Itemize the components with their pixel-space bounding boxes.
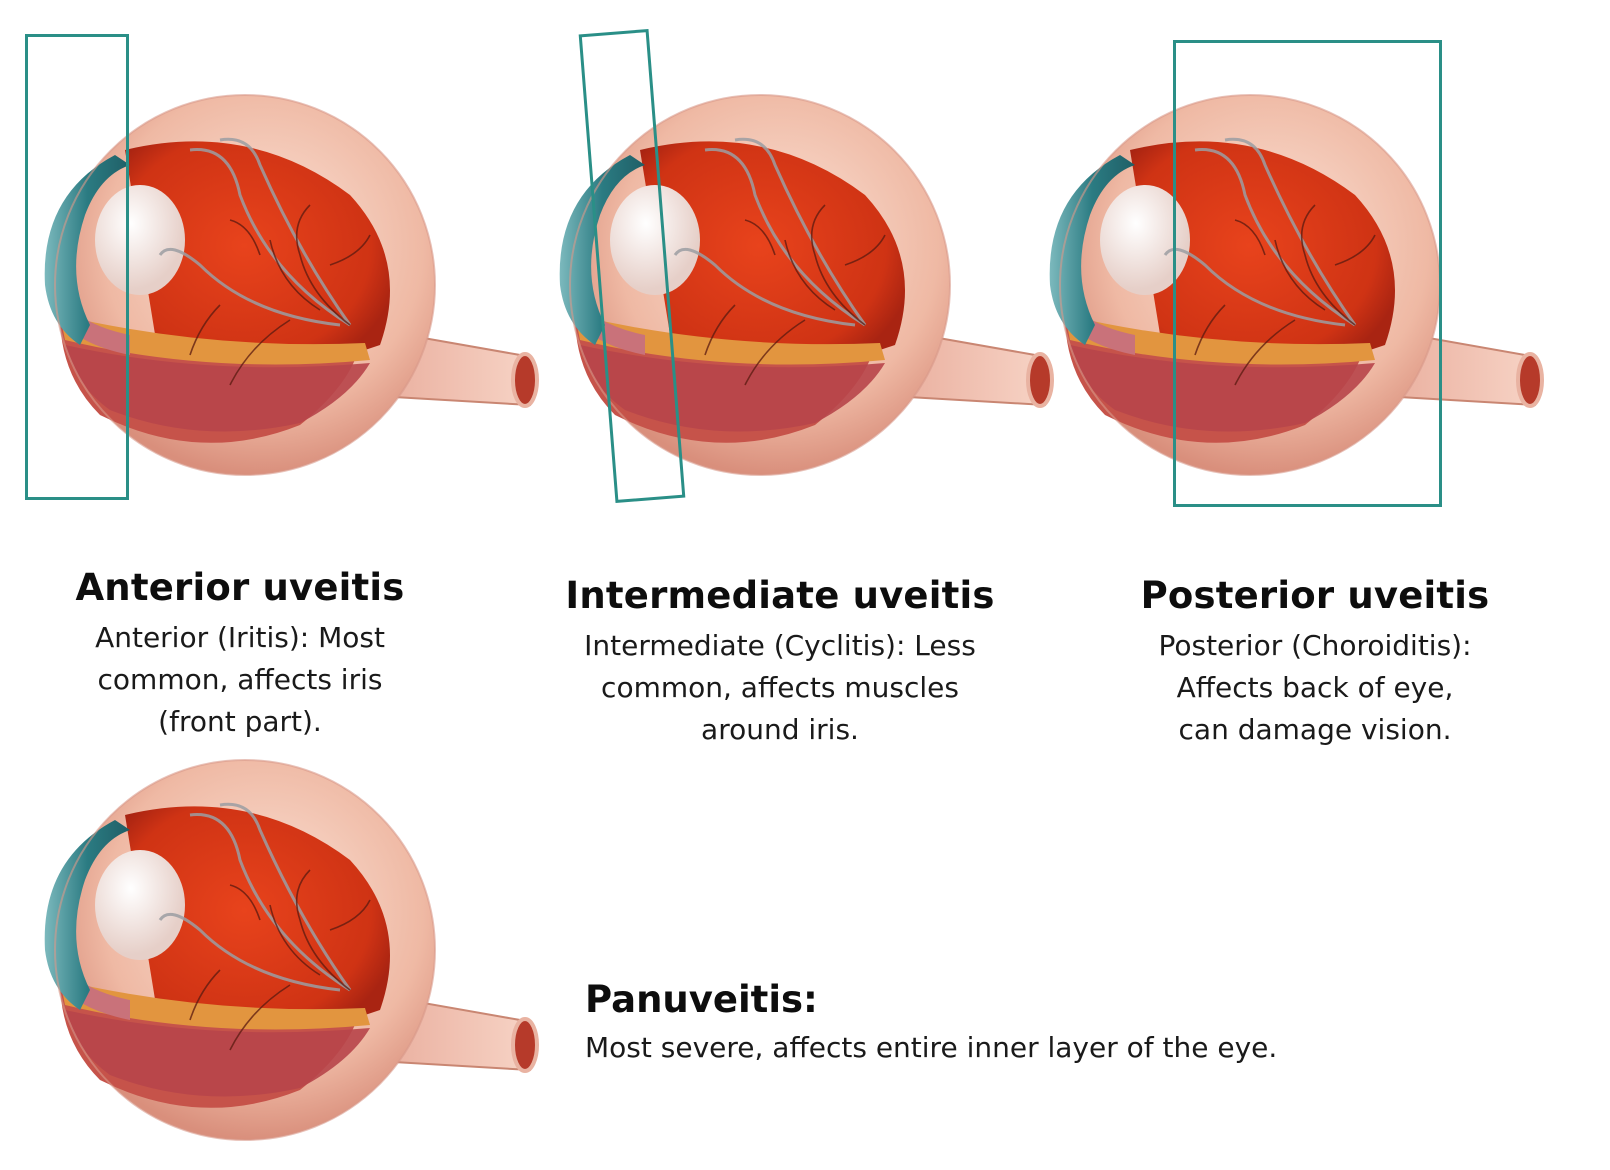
intermediate-caption: Intermediate uveitis Intermediate (Cycli… (535, 574, 1025, 751)
anterior-description: Anterior (Iritis): Most common, affects … (95, 621, 385, 738)
intermediate-title: Intermediate uveitis (565, 574, 995, 617)
panuveitis-description: Most severe, affects entire inner layer … (585, 1031, 1278, 1064)
posterior-title: Posterior uveitis (1140, 574, 1490, 617)
panuveitis-caption: Panuveitis: Most severe, affects entire … (585, 978, 1585, 1064)
anterior-region-highlight (25, 34, 129, 500)
posterior-description: Posterior (Choroiditis): Affects back of… (1158, 629, 1472, 746)
panuveitis-title: Panuveitis: (585, 978, 818, 1021)
posterior-caption: Posterior uveitis Posterior (Choroiditis… (1095, 574, 1535, 751)
intermediate-description: Intermediate (Cyclitis): Less common, af… (584, 629, 976, 746)
anterior-caption: Anterior uveitis Anterior (Iritis): Most… (40, 566, 440, 743)
eye-diagram-panuveitis (20, 690, 560, 1170)
anterior-title: Anterior uveitis (75, 566, 405, 609)
posterior-region-highlight (1173, 40, 1442, 507)
